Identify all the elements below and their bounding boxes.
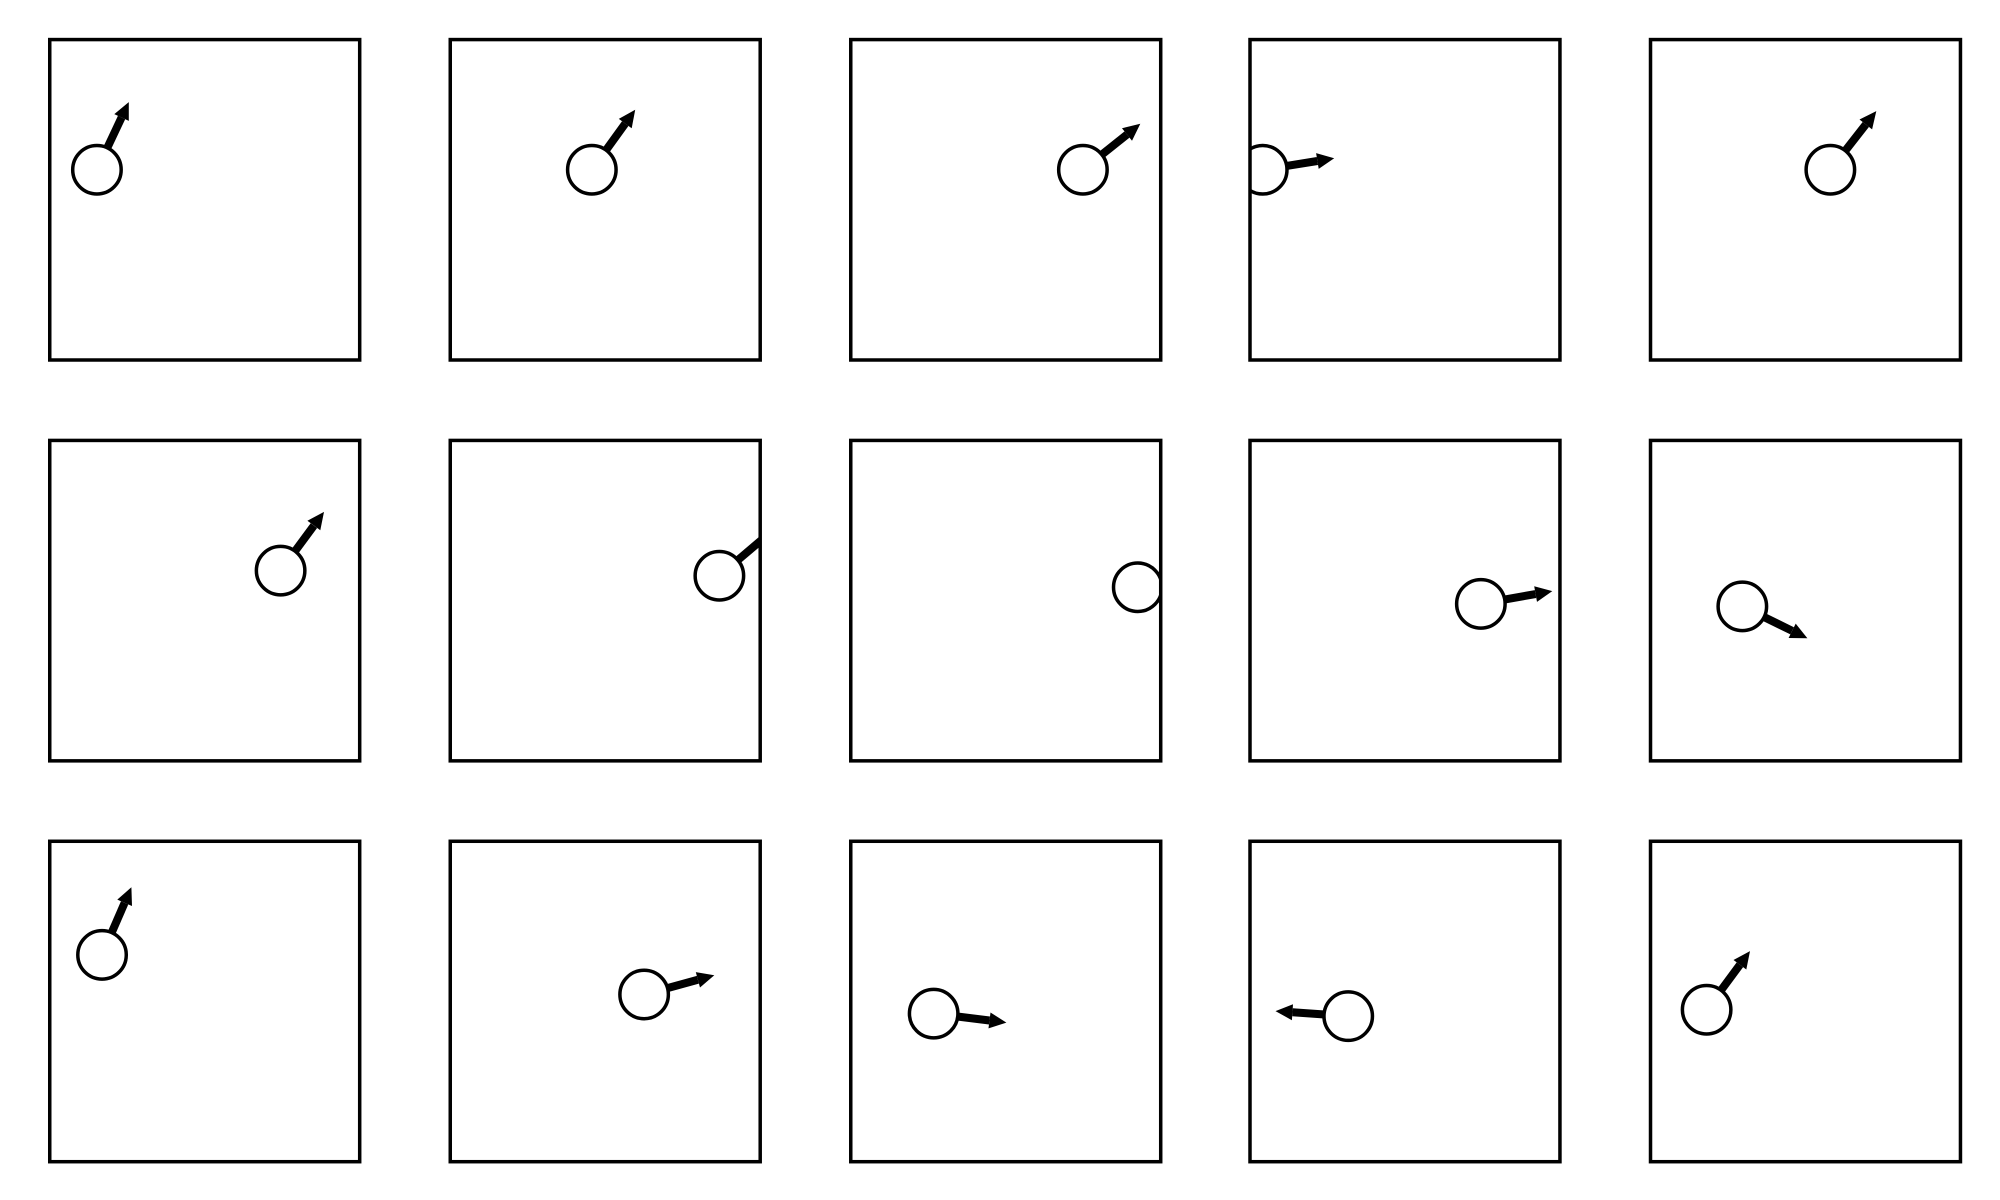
ball xyxy=(1680,983,1733,1036)
velocity-arrow-head xyxy=(1316,153,1335,169)
panel xyxy=(47,37,362,362)
ball xyxy=(1716,580,1769,633)
velocity-arrow-head xyxy=(117,887,132,906)
velocity-arrow-shaft xyxy=(102,115,126,152)
velocity-arrow-head xyxy=(1859,111,1877,130)
velocity-arrow-head xyxy=(759,530,761,532)
velocity-arrow-shaft xyxy=(601,121,629,155)
panel xyxy=(47,438,362,763)
ball xyxy=(1056,143,1109,196)
ball xyxy=(907,987,960,1040)
panel xyxy=(849,37,1163,362)
velocity-arrow-shaft xyxy=(954,1012,990,1025)
panel-frame xyxy=(448,438,762,763)
panel xyxy=(1648,37,1963,362)
velocity-arrow-shaft xyxy=(1292,1008,1327,1019)
panel-frame xyxy=(1648,37,1963,362)
ball xyxy=(1250,143,1289,196)
panel xyxy=(1248,839,1562,1164)
velocity-arrow-head xyxy=(1122,123,1141,141)
panel-frame xyxy=(47,438,362,763)
panel-frame xyxy=(448,37,762,362)
panel-frame xyxy=(849,37,1163,362)
velocity-arrow-head xyxy=(1788,623,1808,639)
velocity-arrow-shaft xyxy=(290,523,318,556)
panel xyxy=(1248,438,1562,763)
panel-frame xyxy=(849,839,1163,1164)
velocity-arrow-shaft xyxy=(733,535,761,565)
panel xyxy=(1648,839,1963,1164)
panel xyxy=(1648,438,1963,763)
panel xyxy=(448,839,762,1164)
ball xyxy=(693,549,746,602)
panel xyxy=(448,37,762,362)
ball xyxy=(1454,577,1507,630)
ball xyxy=(1804,143,1857,196)
velocity-arrow-head xyxy=(1275,1004,1293,1021)
velocity-arrow-shaft xyxy=(1760,612,1794,635)
panel-frame xyxy=(1248,839,1562,1164)
velocity-arrow-head xyxy=(988,1012,1007,1029)
velocity-arrow-head xyxy=(618,109,636,129)
panel-frame xyxy=(1248,37,1562,362)
ball xyxy=(254,544,307,597)
panel-frame xyxy=(1248,438,1562,763)
velocity-arrow-shaft xyxy=(1501,590,1537,604)
panel-frame xyxy=(448,839,762,1164)
velocity-arrow-head xyxy=(114,102,129,121)
panel xyxy=(448,438,762,763)
velocity-arrow-shaft xyxy=(1283,157,1319,171)
velocity-arrow-shaft xyxy=(1097,131,1130,160)
panel-frame xyxy=(849,438,1163,763)
panel xyxy=(849,438,1163,763)
ball xyxy=(1322,990,1375,1043)
panel xyxy=(1248,37,1562,362)
panel-frame xyxy=(1648,438,1963,763)
velocity-arrow-head xyxy=(1733,951,1750,970)
panel-frame xyxy=(1648,839,1963,1164)
velocity-arrow-head xyxy=(307,511,324,531)
ball xyxy=(618,968,671,1021)
ball xyxy=(565,143,618,196)
panel-frame xyxy=(47,37,362,362)
velocity-arrow-shaft xyxy=(1716,962,1744,995)
ball xyxy=(70,143,123,196)
velocity-arrow-head xyxy=(1534,586,1553,602)
panel xyxy=(47,839,362,1164)
panel-frame xyxy=(47,839,362,1164)
velocity-arrow-head xyxy=(695,972,715,988)
ball xyxy=(1111,561,1161,614)
panel xyxy=(849,839,1163,1164)
velocity-arrow-shaft xyxy=(664,975,699,993)
velocity-arrow-shaft xyxy=(1840,121,1869,156)
velocity-arrow-shaft xyxy=(107,901,129,937)
ball xyxy=(76,928,129,981)
